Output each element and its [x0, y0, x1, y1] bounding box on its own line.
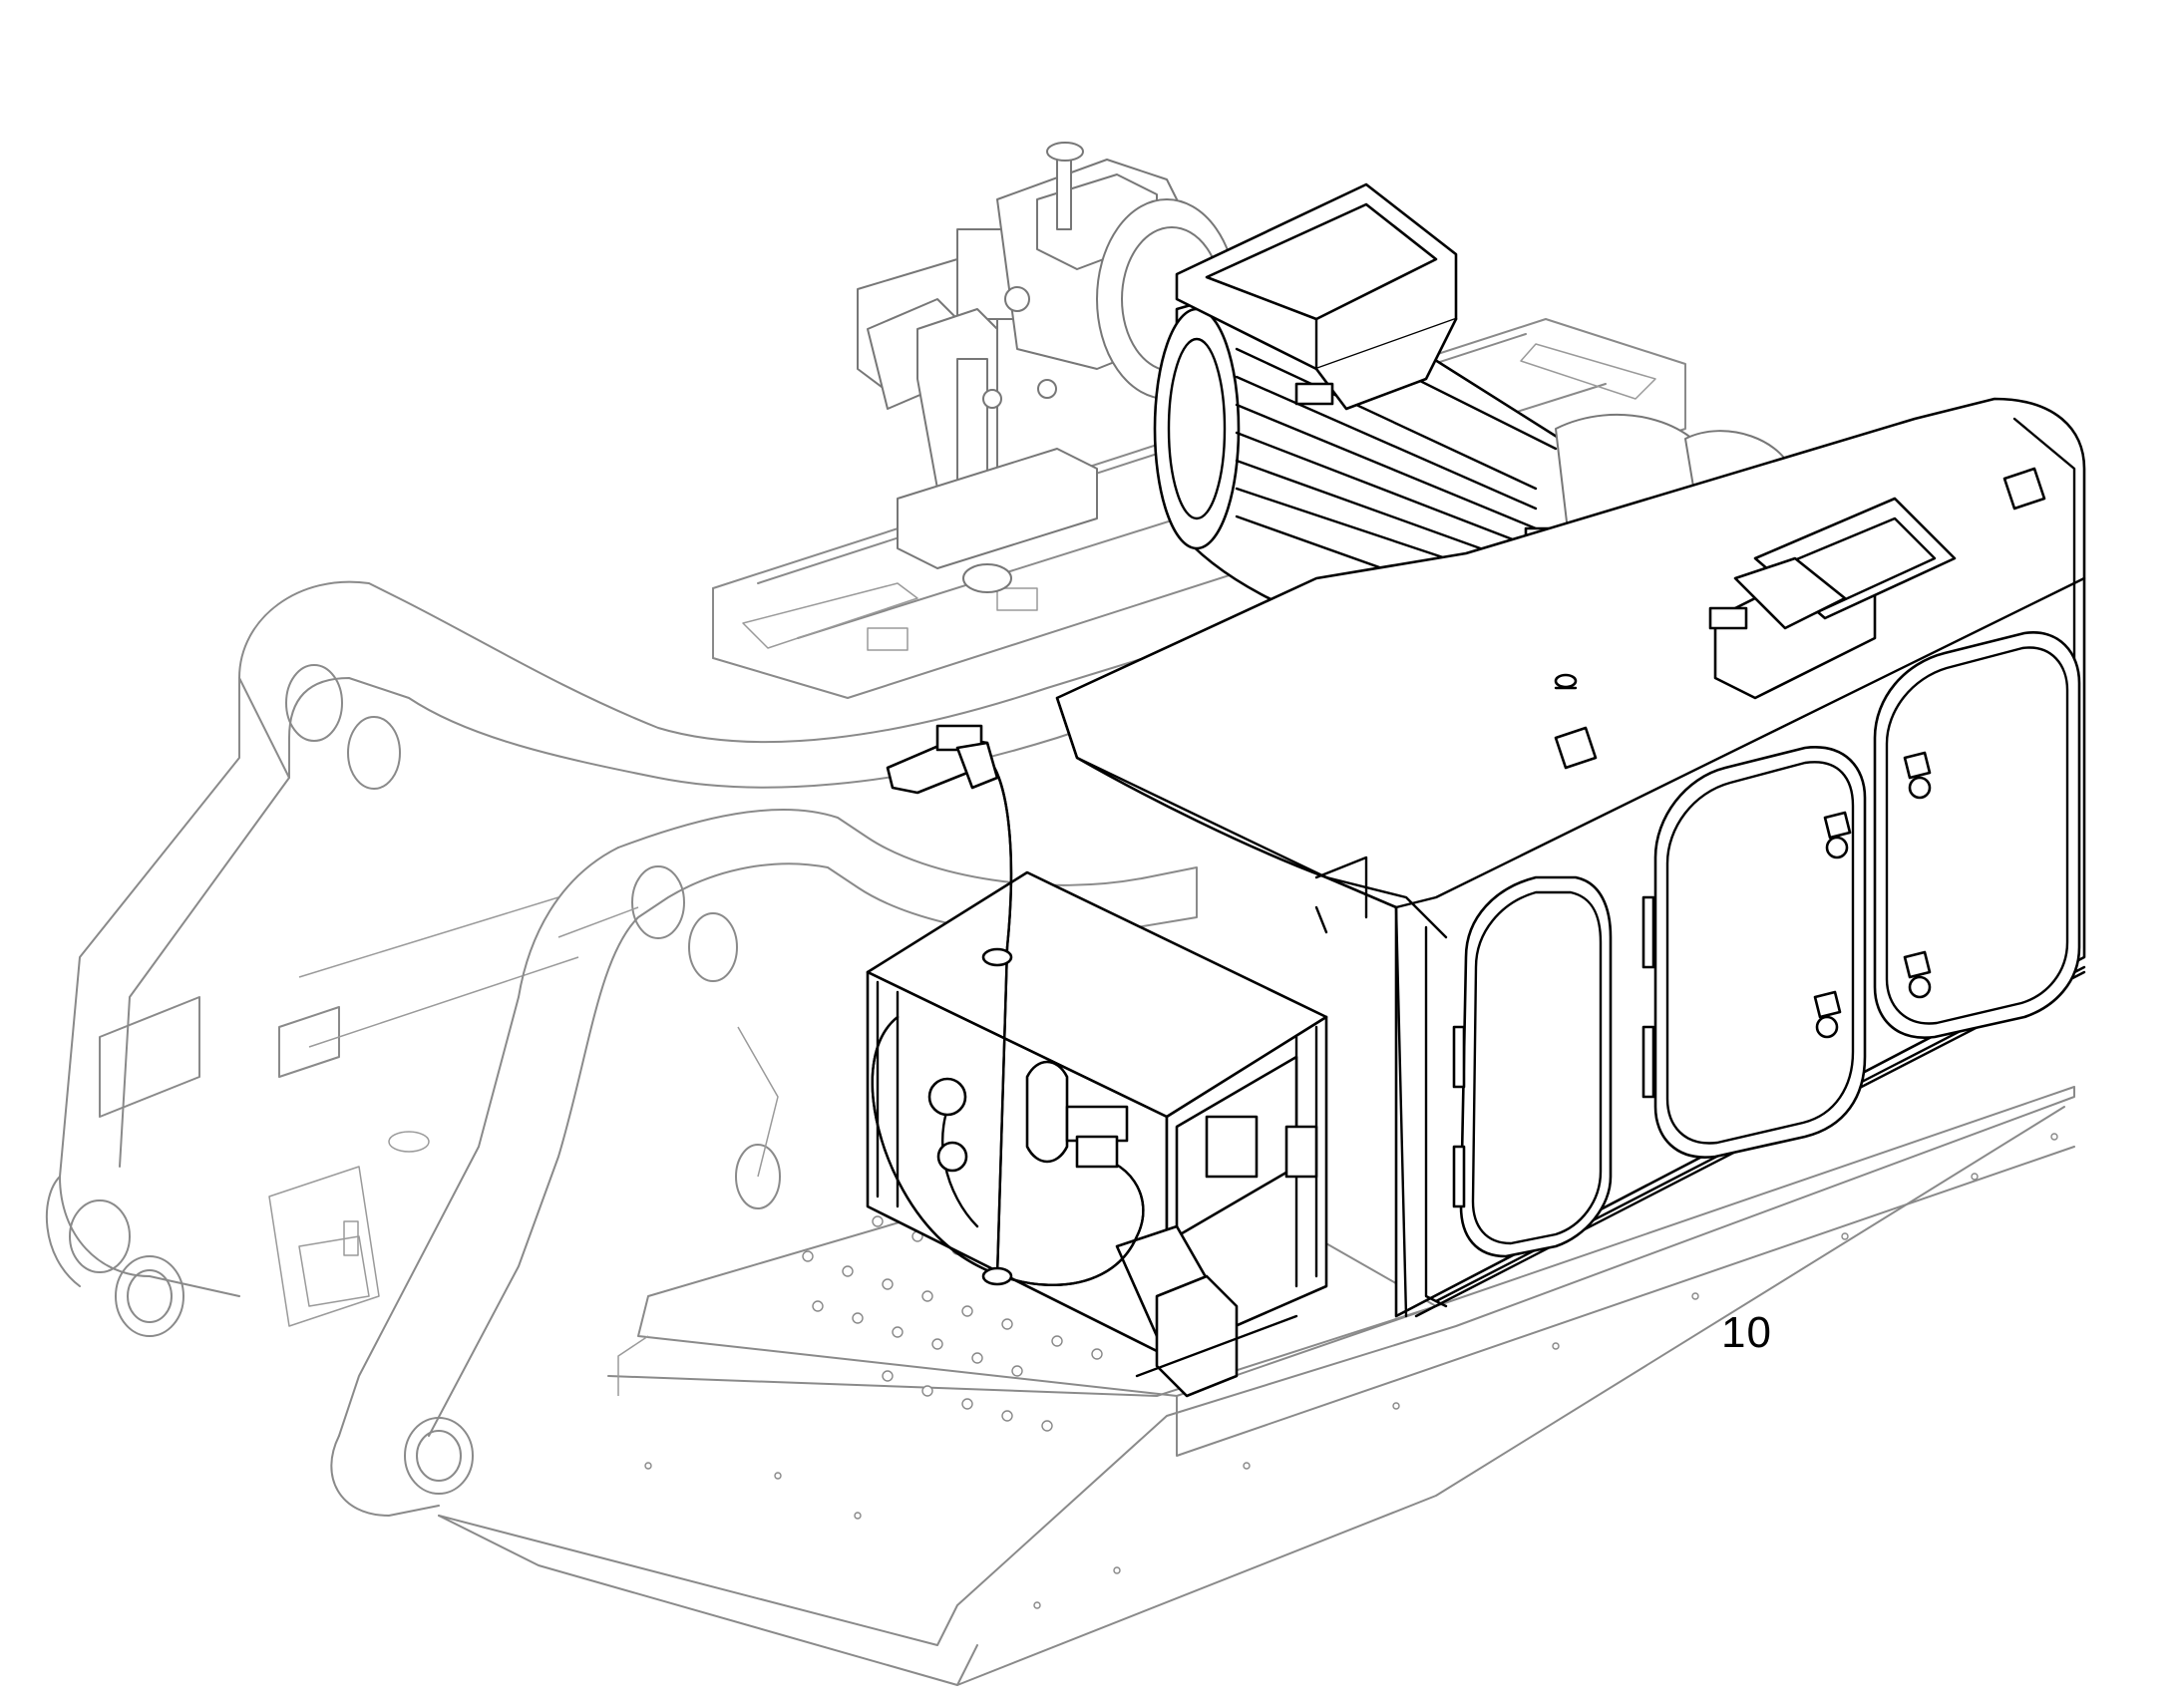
- power-cabinet: [1055, 397, 2086, 1318]
- hydraulic-pump-assembly: [857, 142, 1238, 593]
- hydraulic-control-unit: [866, 724, 1328, 1398]
- door-latches: [1813, 751, 1932, 1039]
- main-frame-left: [45, 580, 1178, 1337]
- frame-bolt-holes: [644, 1133, 2058, 1609]
- callout-label: 10: [1721, 1308, 1772, 1357]
